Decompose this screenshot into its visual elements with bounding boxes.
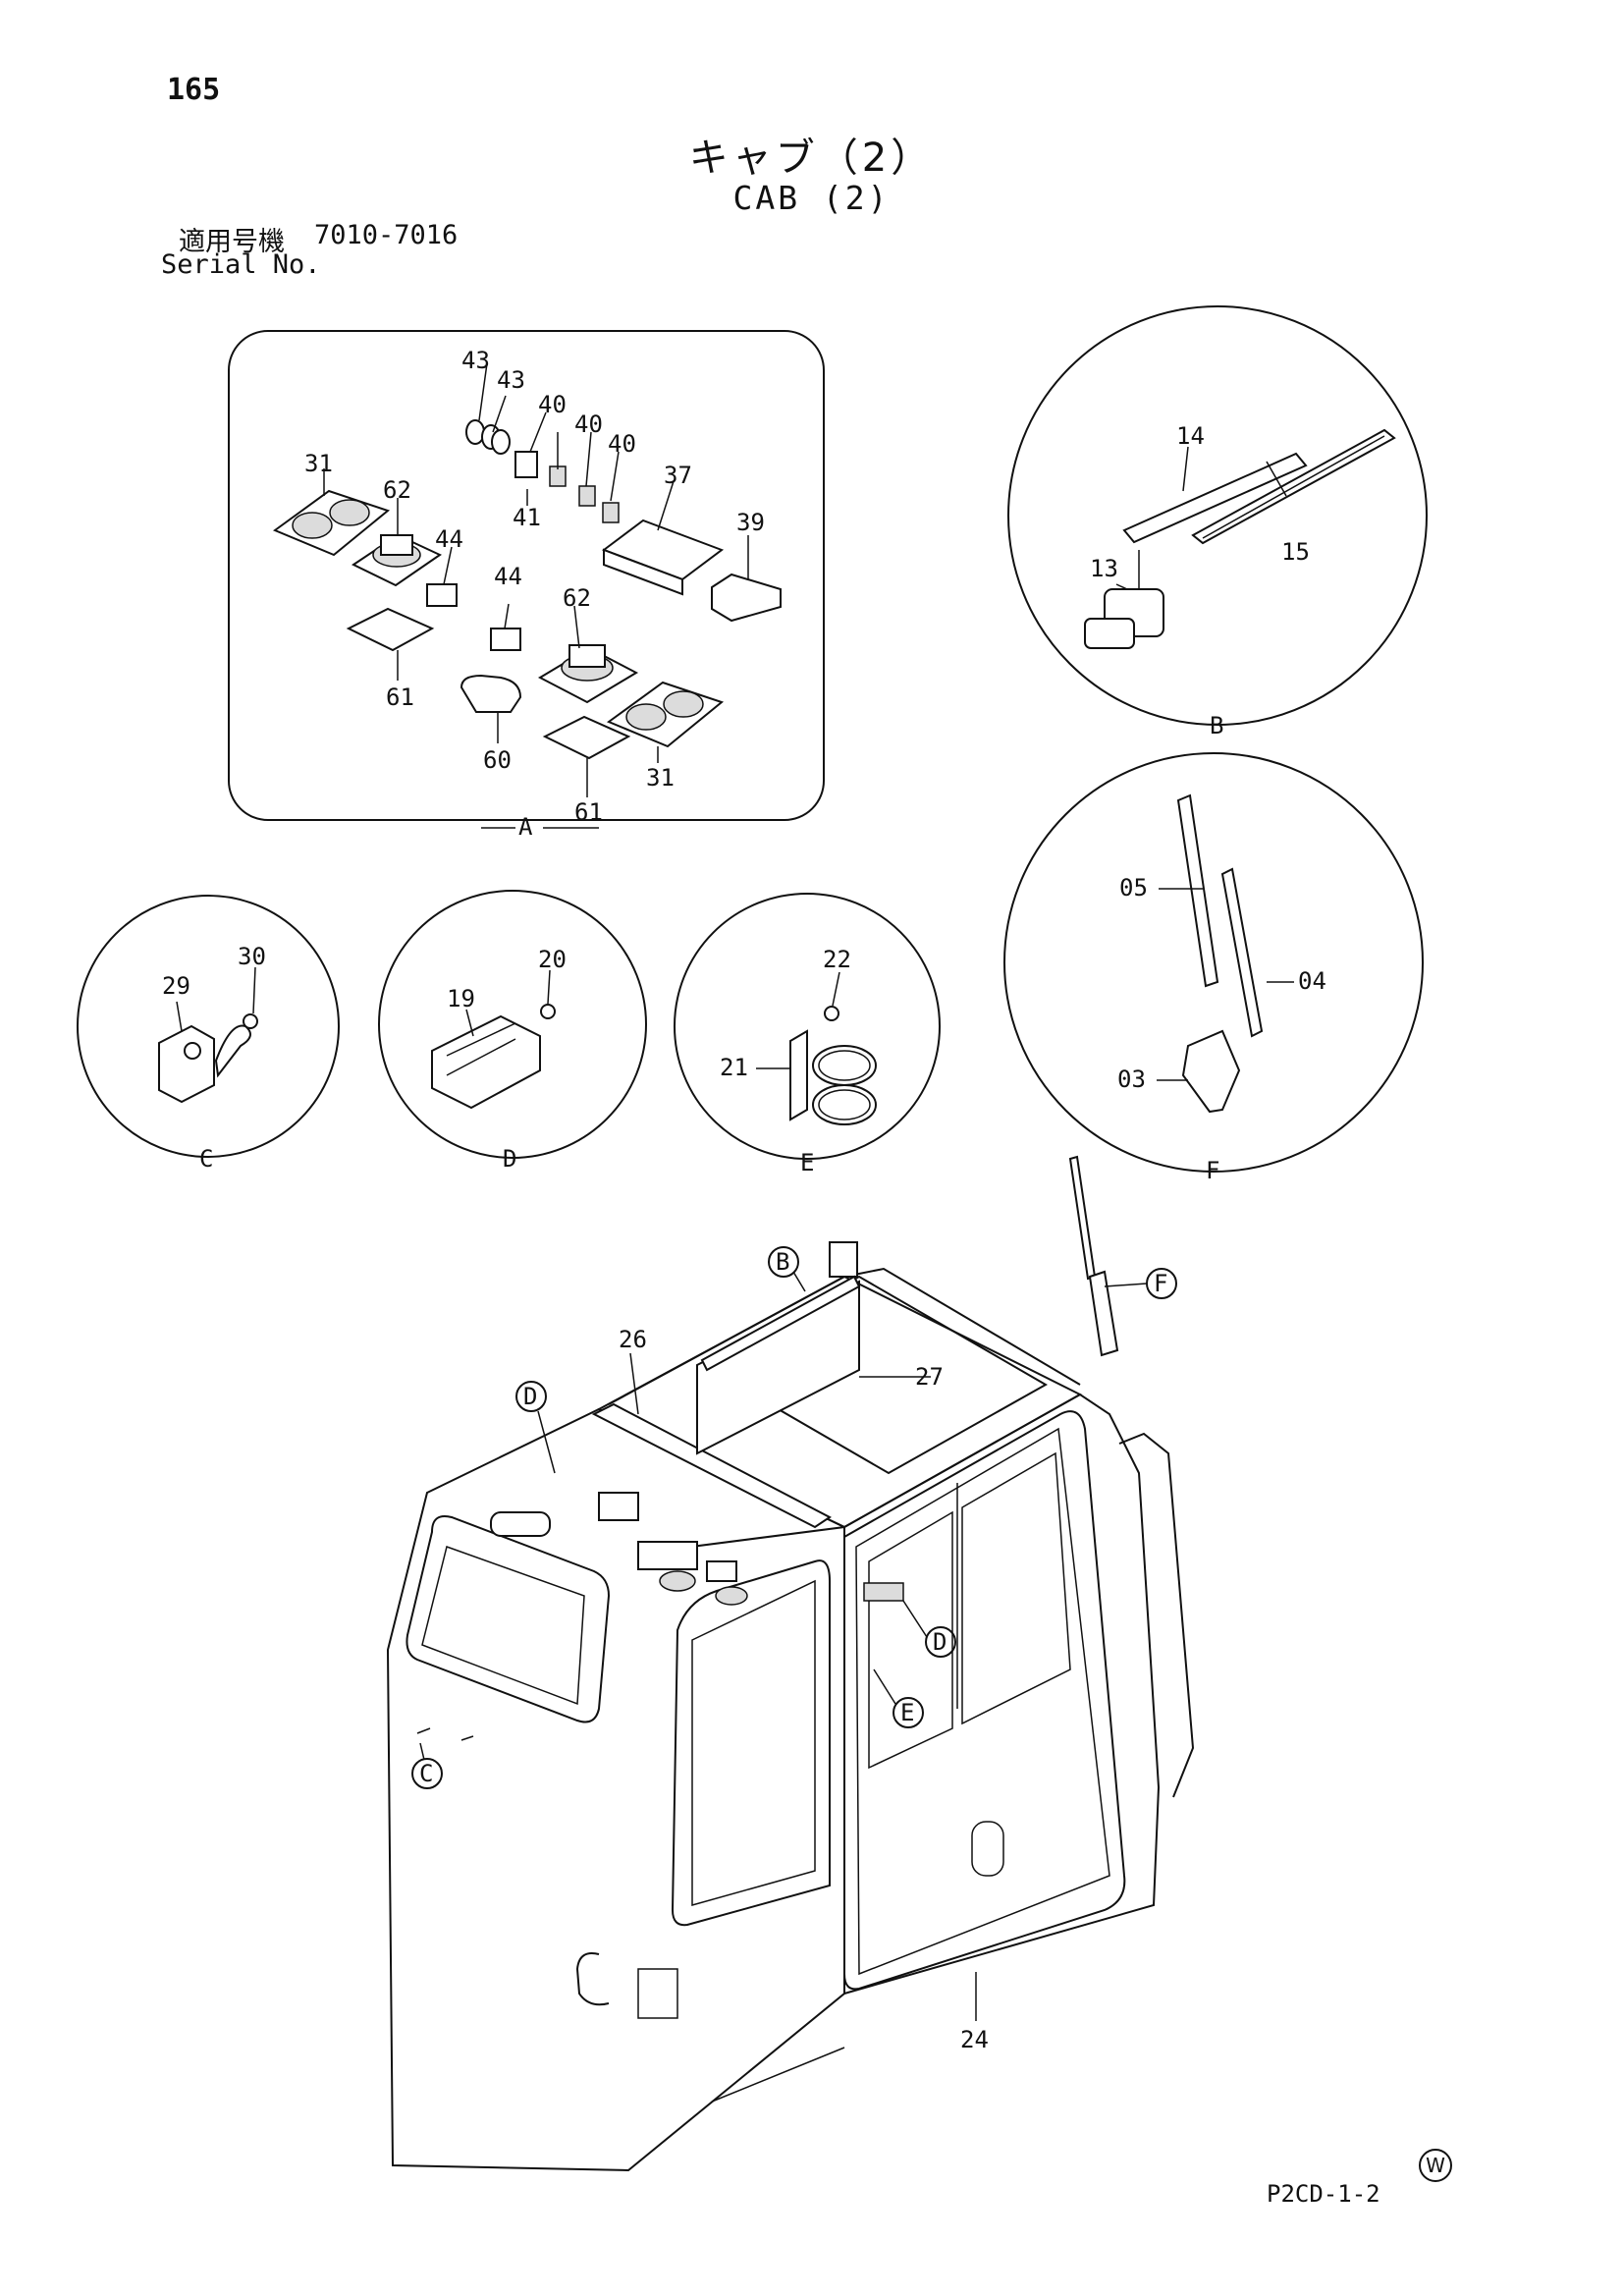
part-b-13: 13 [1090,555,1118,582]
figure-code: P2CD-1-2 [1267,2180,1380,2208]
page-number: 165 [167,73,221,107]
serial-label-jp: 適用号機 [179,227,285,257]
part-a-61b: 61 [574,798,603,826]
detail-e: 22 21 E [674,893,941,1176]
part-a-39: 39 [736,509,765,536]
part-a-31b: 31 [646,764,675,792]
part-a-40b: 40 [574,410,603,438]
callout-main-c: C [419,1760,433,1787]
part-a-43: 43 [461,347,490,374]
part-f-05: 05 [1119,874,1148,902]
part-c-30: 30 [238,943,266,970]
part-d-20: 20 [538,946,567,973]
callout-main-d: D [523,1383,537,1410]
label-view-a: A [518,813,533,841]
part-a-43b: 43 [497,366,525,394]
detail-a: 43 43 40 40 40 31 62 37 39 44 41 44 62 6… [228,330,825,841]
part-a-62: 62 [383,476,411,504]
part-a-62b: 62 [563,584,591,612]
part-a-61: 61 [386,683,414,711]
part-a-37: 37 [664,462,692,489]
part-a-31: 31 [304,450,333,477]
part-main-27: 27 [915,1363,944,1391]
part-a-44: 44 [435,525,463,553]
callout-main-d2: D [933,1628,947,1656]
part-a-44b: 44 [494,563,522,590]
detail-f: 05 04 03 F [1003,752,1424,1184]
part-c-29: 29 [162,972,190,1000]
corner-mark: W [1419,2149,1452,2182]
serial-label-en: Serial No. [161,249,321,280]
part-f-04: 04 [1298,967,1326,995]
part-f-03: 03 [1117,1066,1146,1093]
label-view-c: C [199,1145,213,1173]
part-d-19: 19 [447,985,475,1012]
label-view-f: F [1206,1157,1219,1184]
part-e-22: 22 [823,946,851,973]
detail-b: 14 13 15 B [1007,305,1428,739]
part-main-24: 24 [960,2026,989,2053]
part-a-40c: 40 [608,430,636,458]
part-a-41: 41 [513,504,541,531]
callout-main-f: F [1154,1270,1167,1297]
main-cab-view: B F D D E C 26 27 24 [386,1155,1195,2172]
serial-value: 7010-7016 [314,220,459,250]
detail-c: 30 29 C [77,895,340,1173]
page-title-en: CAB (2) [732,179,891,217]
part-a-60: 60 [483,746,512,774]
callout-main-e: E [900,1699,914,1726]
label-view-d: D [503,1145,516,1173]
label-view-e: E [800,1149,814,1176]
page-title-jp: キャブ（2） [688,136,935,181]
part-e-21: 21 [720,1054,748,1081]
part-b-15: 15 [1281,538,1310,566]
part-b-14: 14 [1176,422,1205,450]
detail-d: 20 19 D [378,890,647,1173]
callout-main-b: B [776,1248,789,1276]
part-main-26: 26 [619,1326,647,1353]
part-a-40: 40 [538,391,567,418]
label-view-b: B [1210,712,1223,739]
